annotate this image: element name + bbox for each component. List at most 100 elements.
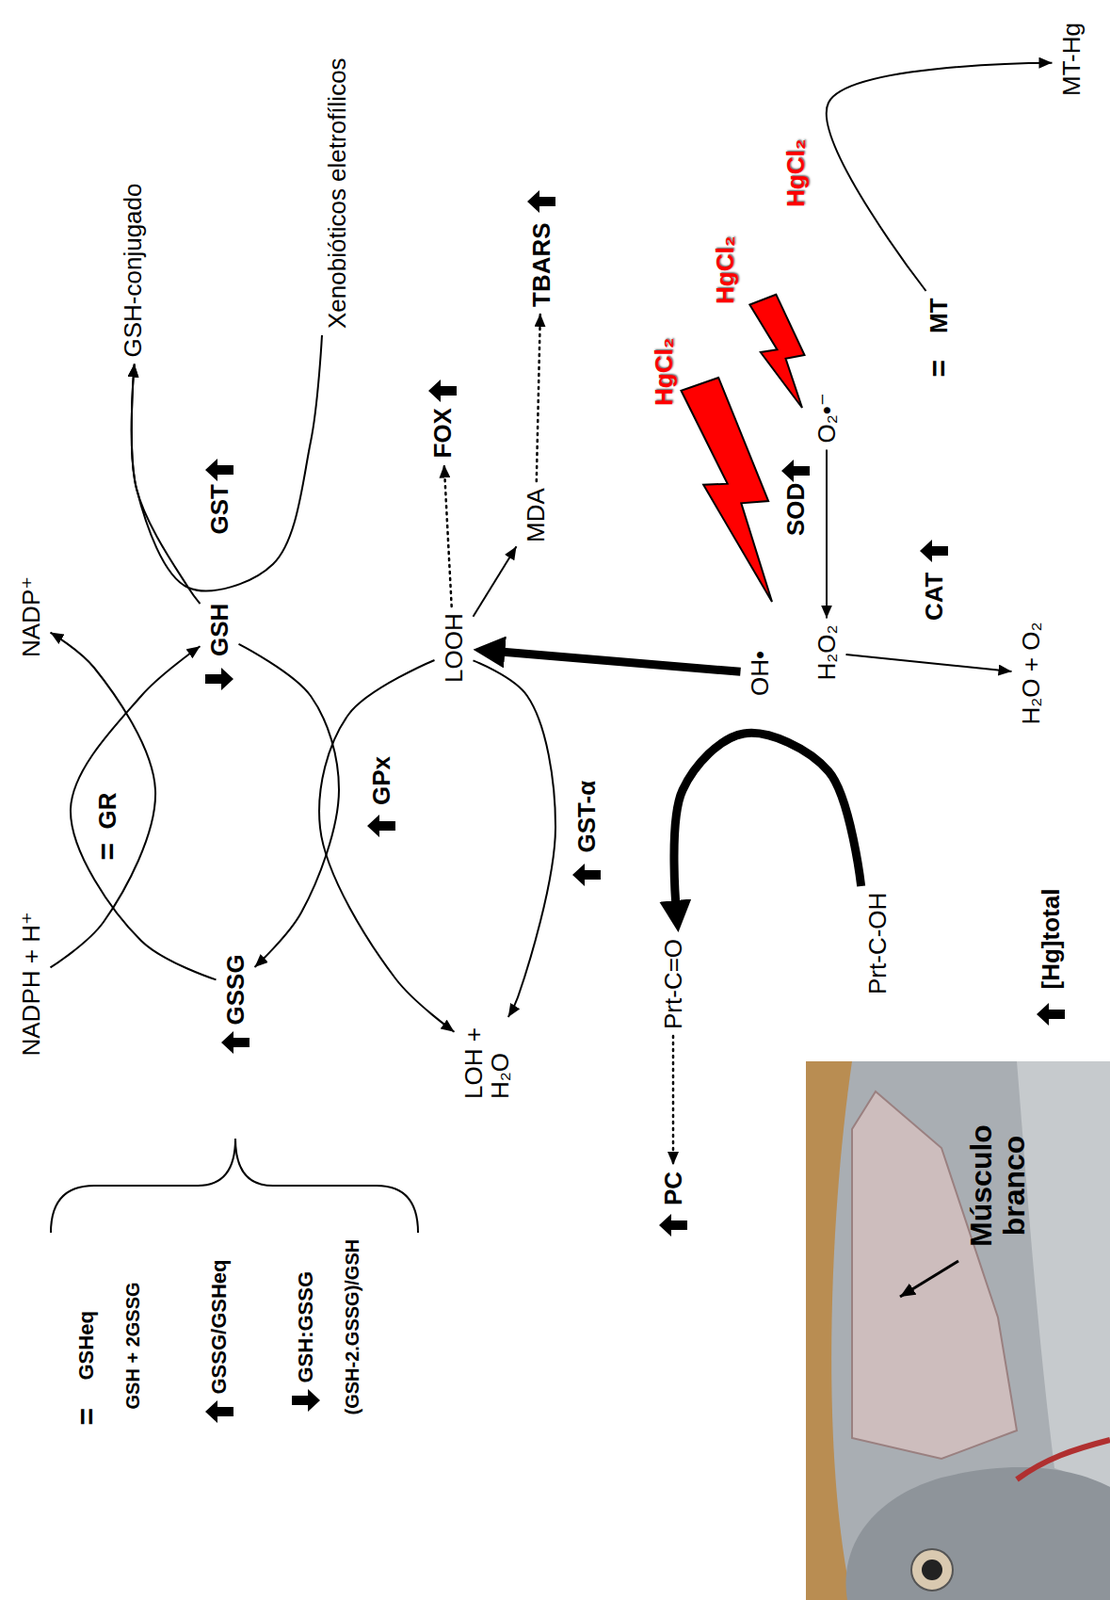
ratio-label: GSSG/GSHeq bbox=[206, 1255, 233, 1397]
node-text: Xenobióticos eletrofílicos bbox=[323, 57, 352, 329]
metabolite-label: PC bbox=[658, 1168, 690, 1208]
node-text: LOOH bbox=[440, 612, 468, 683]
tissue-label: Músculo branco bbox=[963, 1111, 1033, 1259]
node-text: FOX bbox=[429, 407, 457, 458]
equal-sign: = bbox=[68, 1404, 106, 1429]
label-text: GSHeq bbox=[75, 1310, 98, 1380]
increase-arrow bbox=[221, 1030, 250, 1054]
increase-arrow bbox=[205, 1399, 234, 1423]
enzyme-text: GST bbox=[206, 483, 234, 534]
increase-arrow bbox=[919, 539, 949, 563]
label-text: GSH:GSSG bbox=[294, 1270, 318, 1384]
increase-arrow bbox=[781, 459, 810, 483]
node-text: NADPH + H⁺ bbox=[17, 911, 46, 1056]
reaction-arrow bbox=[826, 63, 1053, 291]
enzyme-label: GST bbox=[204, 481, 236, 537]
metabolite-label: Prt-C-OH bbox=[862, 889, 894, 998]
metabolite-label: O₂•⁻ bbox=[811, 389, 843, 446]
node-text: H₂O + O₂ bbox=[1017, 621, 1046, 724]
dotted-arrow bbox=[536, 313, 541, 482]
reaction-arrow bbox=[319, 659, 454, 1032]
increase-arrow bbox=[367, 814, 396, 837]
toxicant-label: HgCl₂ bbox=[709, 233, 741, 307]
enzyme-label: GST-α bbox=[571, 777, 603, 856]
equal-sign: = bbox=[920, 356, 958, 381]
concentration-label: [Hg]total bbox=[1035, 885, 1067, 993]
reaction-arrow bbox=[473, 659, 557, 1017]
metabolite-label: LOOH bbox=[438, 610, 470, 686]
fish-photo bbox=[805, 1061, 1110, 1600]
reaction-arrow bbox=[846, 654, 1013, 672]
increase-arrow bbox=[659, 1213, 688, 1237]
node-text: MT bbox=[925, 297, 953, 334]
toxicant-label: HgCl₂ bbox=[648, 335, 680, 409]
dotted-arrow bbox=[444, 465, 452, 608]
gill-mark bbox=[1016, 1439, 1110, 1480]
fish-eye bbox=[911, 1548, 953, 1591]
metabolite-label: TBARS bbox=[526, 219, 558, 310]
fish-head bbox=[845, 1466, 1110, 1600]
node-text: Prt-C=O bbox=[659, 938, 688, 1030]
metabolite-label: GSH-conjugado bbox=[117, 180, 149, 361]
thick-arrow bbox=[491, 650, 740, 672]
increase-arrow bbox=[572, 863, 601, 886]
metabolite-label: LOH + H₂O bbox=[458, 1020, 516, 1102]
node-text: O₂•⁻ bbox=[813, 392, 841, 443]
metabolite-label: OH• bbox=[744, 647, 776, 699]
enzyme-text: GST-α bbox=[573, 780, 601, 853]
increase-arrow bbox=[527, 190, 556, 213]
leader-arrow bbox=[900, 1260, 959, 1297]
node-text: H₂O₂ bbox=[813, 624, 841, 680]
node-text: MT-Hg bbox=[1058, 22, 1086, 97]
label-text: = bbox=[70, 1407, 104, 1426]
enzyme-label: GPx bbox=[366, 753, 398, 808]
formula-label: (GSH-2.GSSG)/GSH bbox=[339, 1236, 365, 1418]
metabolite-label: MT-Hg bbox=[1056, 19, 1088, 99]
enzyme-text: CAT bbox=[920, 571, 949, 621]
reaction-arrow bbox=[239, 643, 340, 967]
node-text: GSH-conjugado bbox=[119, 183, 147, 358]
metabolite-label: Prt-C=O bbox=[658, 935, 690, 1032]
index-label: GSHeq bbox=[73, 1307, 100, 1383]
wood-background bbox=[805, 1061, 1110, 1600]
metabolite-label: H₂O + O₂ bbox=[1015, 618, 1047, 727]
label-text: HgCl₂ bbox=[782, 139, 810, 208]
enzyme-label: GR bbox=[92, 789, 124, 833]
enzyme-text: GPx bbox=[368, 756, 396, 805]
enzyme-text: GR bbox=[94, 792, 122, 830]
metabolite-label: FOX bbox=[427, 404, 459, 461]
fish-body bbox=[831, 1061, 1110, 1600]
toxicant-label: HgCl₂ bbox=[780, 136, 812, 210]
lightning-bolt bbox=[680, 377, 773, 602]
node-text: OH• bbox=[746, 650, 774, 696]
metabolite-label: H₂O₂ bbox=[811, 621, 843, 683]
formula-label: GSH + 2GSSG bbox=[120, 1278, 145, 1412]
metabolite-label: NADP⁺ bbox=[16, 573, 48, 660]
thick-arrow bbox=[674, 732, 862, 914]
node-text: PC bbox=[659, 1171, 688, 1206]
decrease-arrow bbox=[205, 667, 234, 691]
dotted-arrow bbox=[672, 1035, 676, 1165]
node-text: GSH bbox=[206, 603, 234, 657]
enzyme-text: SOD bbox=[782, 482, 810, 536]
reaction-arrow bbox=[131, 364, 201, 605]
enzyme-label: CAT bbox=[918, 568, 950, 624]
label-text: [Hg]total bbox=[1037, 888, 1065, 990]
increase-arrow bbox=[428, 379, 457, 403]
metabolite-label: MT bbox=[923, 294, 955, 337]
node-text: MDA bbox=[522, 487, 550, 543]
metabolite-label: GSSG bbox=[220, 950, 252, 1028]
reaction-arrow bbox=[50, 632, 157, 968]
label-text: (GSH-2.GSSG)/GSH bbox=[341, 1238, 363, 1416]
metabolite-label: NADPH + H⁺ bbox=[16, 908, 48, 1059]
label-text: = bbox=[91, 842, 125, 861]
fish-pupil bbox=[921, 1559, 943, 1580]
node-text: NADP⁺ bbox=[17, 576, 46, 658]
increase-arrow bbox=[1036, 1002, 1065, 1026]
node-text: TBARS bbox=[528, 222, 556, 307]
node-text: Prt-C-OH bbox=[864, 892, 892, 995]
label-text: HgCl₂ bbox=[711, 236, 740, 305]
label-text: HgCl₂ bbox=[650, 337, 678, 406]
ratio-label: GSH:GSSG bbox=[292, 1268, 320, 1386]
metabolite-label: Xenobióticos eletrofílicos bbox=[321, 54, 354, 332]
